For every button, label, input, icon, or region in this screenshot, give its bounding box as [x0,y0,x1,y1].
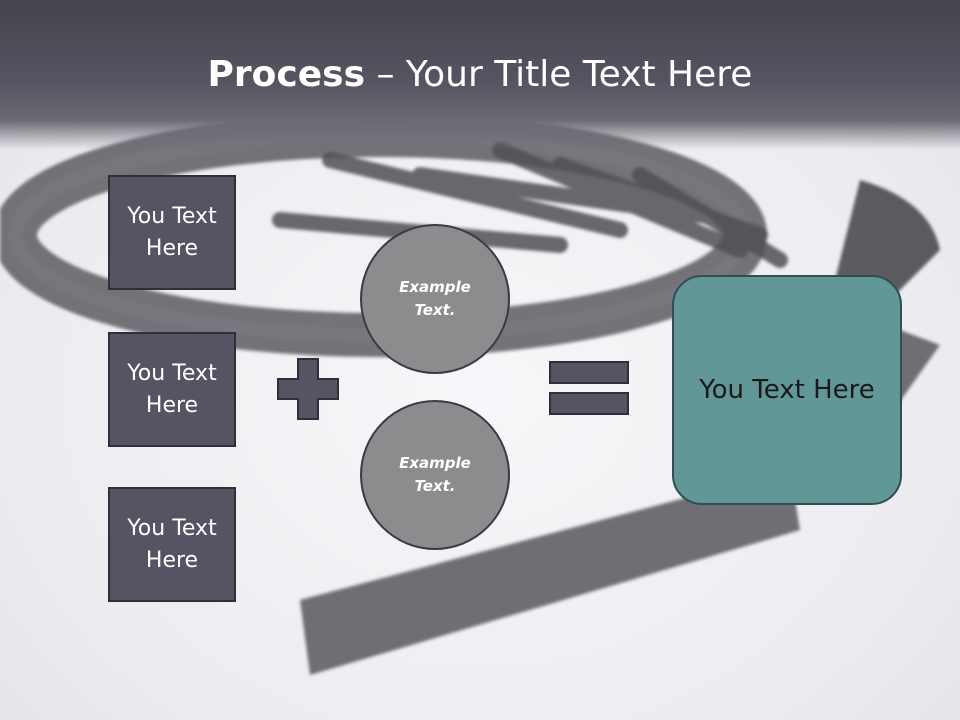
example-circle-1[interactable]: Example Text. [360,224,510,374]
input-box-3[interactable]: You Text Here [108,487,236,602]
slide-title[interactable]: Process – Your Title Text Here [0,52,960,98]
result-box[interactable]: You Text Here [672,275,902,505]
title-rest: – Your Title Text Here [365,54,753,95]
circle-label: Example Text. [399,454,471,495]
example-circle-2[interactable]: Example Text. [360,400,510,550]
input-box-label: You Text Here [127,203,217,261]
title-bold: Process [207,54,366,95]
input-box-label: You Text Here [127,515,217,573]
result-label: You Text Here [699,375,875,405]
title-bar [0,0,960,150]
input-box-1[interactable]: You Text Here [108,175,236,290]
input-box-label: You Text Here [127,360,217,418]
input-box-2[interactable]: You Text Here [108,332,236,447]
plus-icon [277,358,339,420]
equals-icon [549,361,629,415]
circle-label: Example Text. [399,278,471,319]
